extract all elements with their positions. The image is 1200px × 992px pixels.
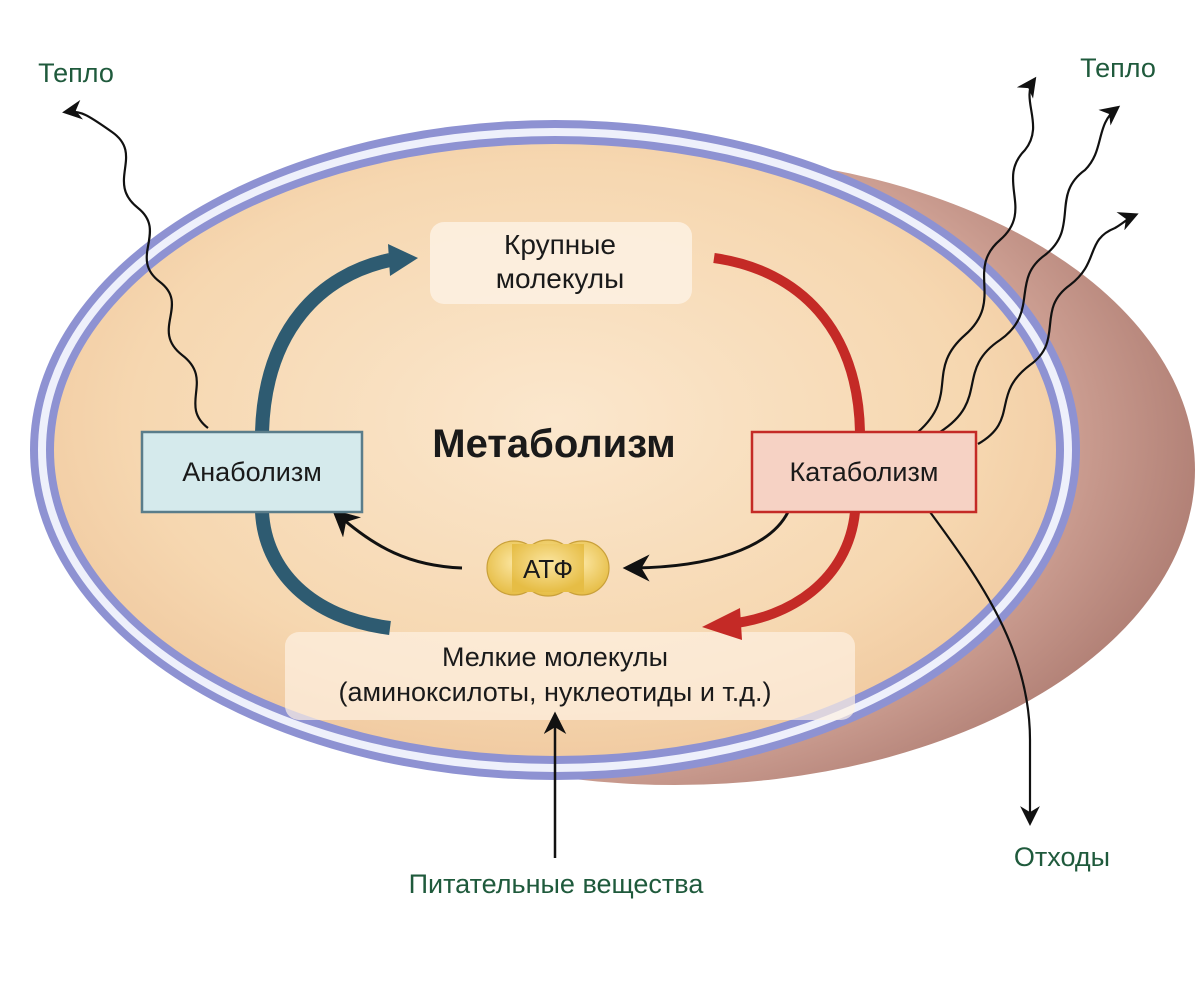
- heat-label-left: Тепло: [38, 58, 114, 88]
- heat-label-right: Тепло: [1080, 53, 1156, 83]
- catabolism-label: Катаболизм: [790, 457, 939, 487]
- atp-label: АТФ: [523, 554, 573, 584]
- diagram-title: Метаболизм: [432, 422, 676, 466]
- large-molecules-patch: [430, 222, 692, 304]
- small-molecules-line2: (аминоксилоты, нуклеотиды и т.д.): [338, 677, 771, 707]
- large-molecules-line2: молекулы: [496, 263, 625, 294]
- small-molecules-line1: Мелкие молекулы: [442, 642, 668, 672]
- heat-wave-right-3: [977, 212, 1139, 445]
- anabolism-arrow-lower: [255, 511, 391, 635]
- atp-molecule: АТФ: [486, 539, 610, 597]
- nutrients-label: Питательные вещества: [409, 869, 705, 899]
- small-molecules-patch: [285, 632, 855, 720]
- atp-to-anabolism-arrow: [331, 509, 463, 570]
- anabolism-box: Анаболизм: [140, 430, 364, 514]
- heat-wave-right-2: [939, 105, 1121, 433]
- large-molecules-line1: Крупные: [504, 229, 616, 260]
- anabolism-arrowhead: [388, 244, 418, 276]
- anabolism-label: Анаболизм: [182, 457, 322, 487]
- waste-label: Отходы: [1014, 842, 1110, 872]
- catabolism-box: Катаболизм: [750, 430, 978, 514]
- cell: [30, 120, 1080, 780]
- catabolism-to-atp-arrow: [622, 511, 790, 582]
- heat-wave-right-1: [917, 76, 1037, 433]
- heat-wave-left: [62, 99, 209, 429]
- anabolism-arrow-upper: [255, 253, 392, 433]
- catabolism-arrow-upper: [713, 253, 865, 433]
- catabolism-arrowhead: [702, 608, 742, 640]
- waste-arrow: [929, 511, 1040, 826]
- catabolism-arrow-lower: [727, 511, 860, 629]
